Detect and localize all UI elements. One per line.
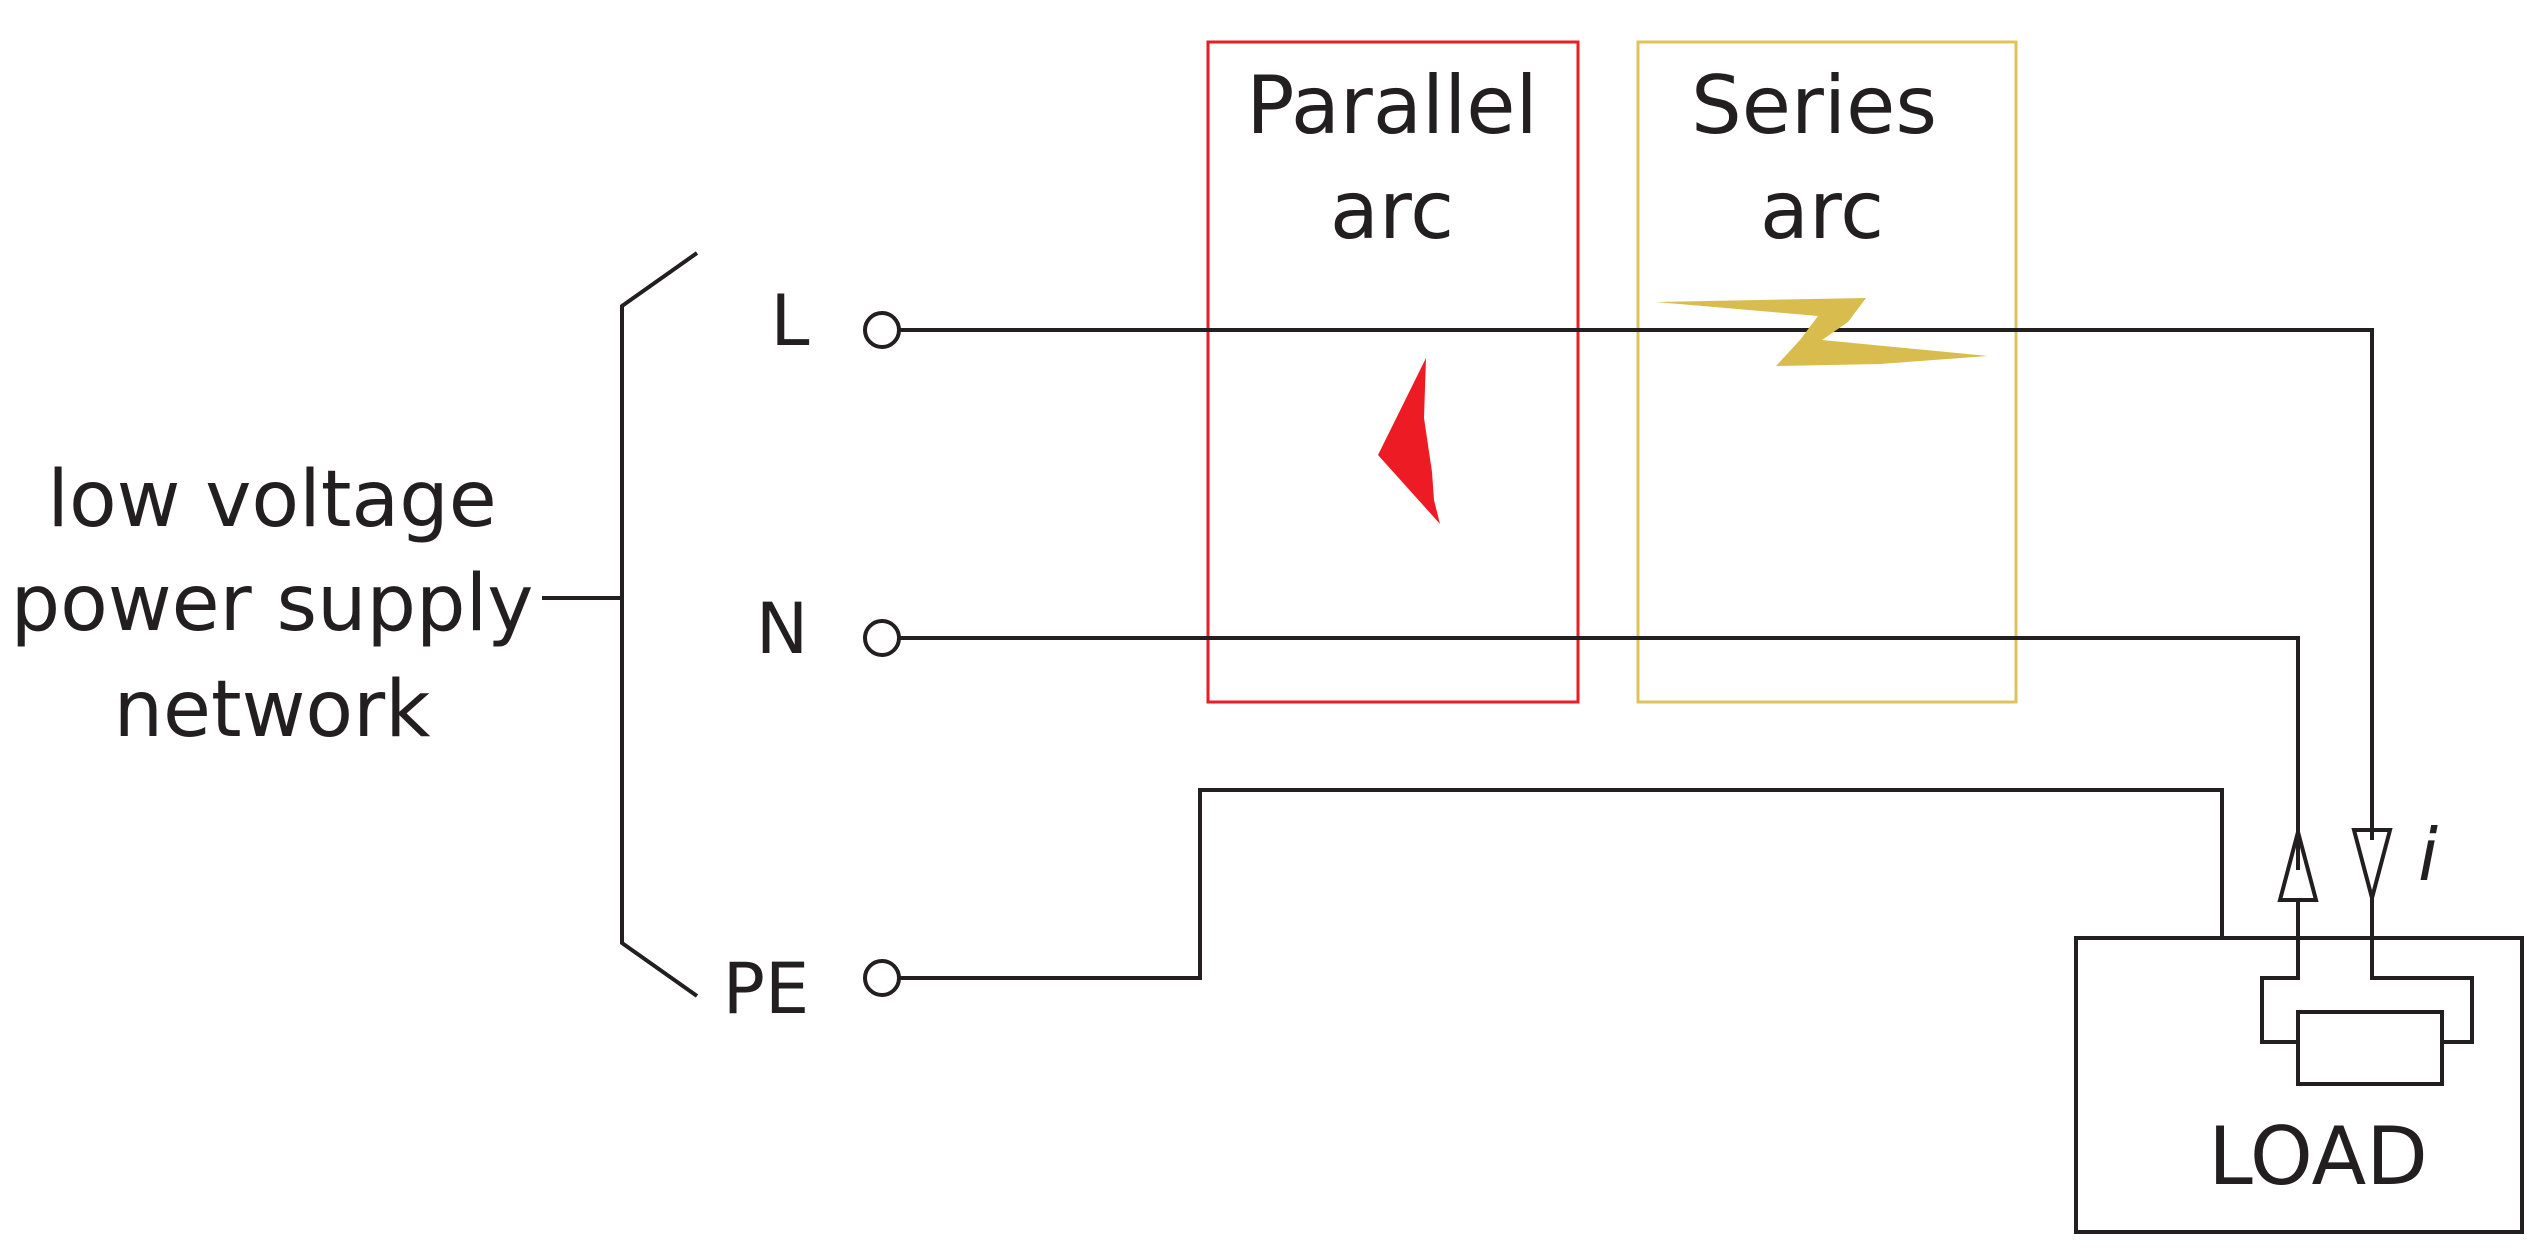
conductor-l bbox=[863, 311, 2374, 840]
terminal-label-l: L bbox=[771, 280, 810, 362]
series-arc-zone: Series arc bbox=[1636, 40, 2018, 704]
load-label: LOAD bbox=[2208, 1110, 2428, 1203]
terminal-l bbox=[863, 311, 901, 349]
network-label: low voltage power supply network bbox=[11, 455, 534, 755]
parallel-arc-title-line-2: arc bbox=[1330, 164, 1454, 257]
parallel-arc-zone: Parallel arc bbox=[1206, 40, 1580, 704]
bracket-line bbox=[620, 251, 699, 998]
load-lead-n bbox=[2260, 898, 2300, 1044]
network-label-line-2: power supply bbox=[11, 559, 534, 649]
current-arrow-down-icon bbox=[2351, 828, 2393, 906]
conductor-n bbox=[863, 619, 2300, 870]
parallel-arc-title-line-1: Parallel bbox=[1246, 59, 1537, 152]
series-arc-title-line-2: arc bbox=[1760, 164, 1884, 257]
series-arc-box bbox=[1636, 40, 2018, 704]
terminal-label-pe: PE bbox=[723, 948, 809, 1030]
wire-n bbox=[899, 636, 2300, 870]
wire-pe bbox=[899, 788, 2224, 980]
network-label-line-1: low voltage bbox=[47, 455, 496, 545]
terminal-label-n: N bbox=[756, 588, 808, 670]
parallel-arc-bolt-icon bbox=[1378, 358, 1440, 524]
resistor-icon bbox=[2296, 1010, 2444, 1086]
current-label: i bbox=[2418, 813, 2438, 897]
conductor-pe bbox=[863, 788, 2224, 997]
series-arc-bolt-icon bbox=[1656, 298, 1988, 366]
network-label-line-3: network bbox=[114, 665, 431, 755]
wire-l bbox=[899, 328, 2374, 840]
load-lead-l bbox=[2370, 898, 2474, 1044]
load-block: LOAD bbox=[2074, 898, 2524, 1234]
network-bracket bbox=[542, 251, 699, 998]
parallel-arc-box bbox=[1206, 40, 1580, 704]
terminal-pe bbox=[863, 959, 901, 997]
terminal-n bbox=[863, 619, 901, 657]
series-arc-title-line-1: Series bbox=[1691, 59, 1937, 152]
